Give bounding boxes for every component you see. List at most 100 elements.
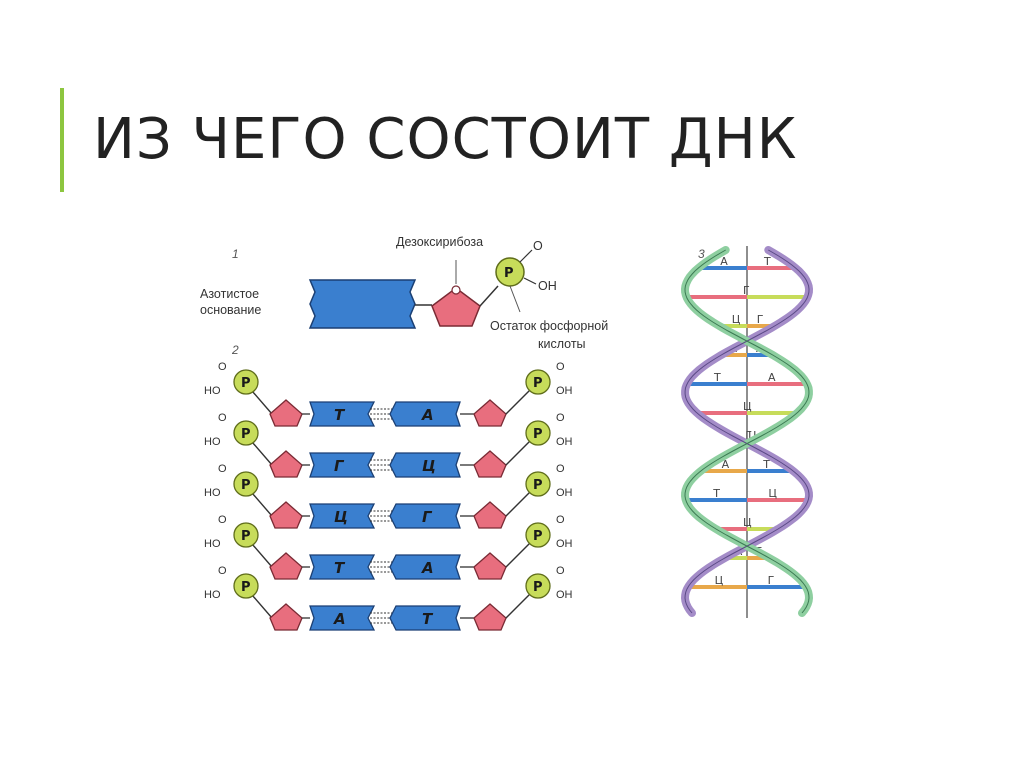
o-symbol-left: O	[218, 361, 227, 373]
title-accent-bar	[60, 88, 64, 192]
helix-base-letter: Т	[762, 458, 770, 471]
ho-symbol-left: HO	[204, 589, 221, 601]
oh-symbol-right: OH	[556, 487, 573, 499]
o-symbol-right: O	[556, 463, 565, 475]
base-letter-right: А	[421, 559, 434, 577]
sugar-label: Дезоксирибоза	[396, 235, 483, 249]
ho-symbol-left: HO	[204, 436, 221, 448]
base-right	[389, 605, 461, 631]
base-right	[389, 554, 461, 580]
base-letter-left: Ц	[334, 508, 348, 526]
nitrogen-base-label-line1: Азотистое	[200, 287, 259, 301]
base-right	[389, 503, 461, 529]
sugar-left	[269, 603, 303, 631]
sugar-left	[269, 501, 303, 529]
o-symbol-right: O	[556, 361, 565, 373]
ho-symbol-left: HO	[204, 538, 221, 550]
base-letter-left: А	[333, 610, 346, 628]
sugar-right	[473, 399, 507, 427]
base-right	[389, 401, 461, 427]
oh-symbol-right: OH	[556, 436, 573, 448]
phosphate-symbol-left: P	[241, 580, 251, 595]
helix-base-letter: Ц	[768, 487, 777, 500]
helix-base-letter: А	[768, 371, 776, 384]
phosphate-symbol-right: P	[533, 580, 543, 595]
helix-base-letter: Ц	[732, 313, 741, 326]
sugar-oxygen-ring	[451, 285, 461, 295]
helix-base-letter: Т	[712, 487, 720, 500]
phosphate-symbol-right: P	[533, 376, 543, 391]
sugar-left	[269, 399, 303, 427]
phosphate-circle-right	[525, 420, 551, 446]
o-symbol-right: O	[556, 412, 565, 424]
base-letter-right: Г	[422, 508, 433, 526]
base-left	[309, 554, 376, 580]
oh-symbol-right: OH	[556, 385, 573, 397]
oh-symbol-right: OH	[556, 538, 573, 550]
phosphate-label-line1: Остаток фосфорной	[490, 319, 608, 333]
base-left	[309, 503, 376, 529]
base-right	[389, 452, 461, 478]
phosphate-label-line2: кислоты	[538, 337, 586, 351]
sugar-right	[473, 501, 507, 529]
base-letter-left: Т	[334, 559, 346, 577]
phosphate-symbol-right: P	[533, 427, 543, 442]
helix-base-letter: Г	[768, 574, 775, 587]
base-pair-row: P O HO Г Ц P O OH	[204, 412, 573, 478]
phosphate-circle-left	[233, 420, 259, 446]
oh-symbol-right: OH	[556, 589, 573, 601]
nitrogen-base-label-line2: основание	[200, 303, 261, 317]
sugar-right	[473, 603, 507, 631]
helix-base-letter: Г	[745, 429, 752, 442]
sugar-left	[269, 552, 303, 580]
phosphate-circle-right	[525, 573, 551, 599]
sugar-right	[473, 450, 507, 478]
ho-symbol-left: HO	[204, 385, 221, 397]
panel-1-number: 1	[232, 247, 239, 261]
panel-3-number: 3	[698, 247, 705, 261]
sugar-left	[269, 450, 303, 478]
phosphate-pointer-line	[509, 285, 521, 313]
phosphate-o-symbol: O	[533, 239, 543, 253]
panel-1-nucleotide: 1 Азотистое основание Дезоксирибоза P O …	[200, 235, 608, 351]
phosphate-symbol-left: P	[241, 427, 251, 442]
o-symbol-left: O	[218, 565, 227, 577]
phosphate-circle-right	[525, 369, 551, 395]
o-symbol-left: O	[218, 463, 227, 475]
phosphate-o-bond	[519, 249, 533, 263]
helix-base-letter: Ц	[748, 429, 757, 442]
phosphate-circle-left	[233, 522, 259, 548]
base-left	[309, 401, 376, 427]
helix-base-letter: Г	[757, 313, 764, 326]
base-letter-right: Ц	[422, 457, 436, 475]
phosphate-circle-left	[233, 369, 259, 395]
o-symbol-right: O	[556, 514, 565, 526]
dna-diagram: 1 Азотистое основание Дезоксирибоза P O …	[200, 235, 814, 631]
phosphate-symbol-left: P	[241, 376, 251, 391]
phosphate-oh-bond	[523, 277, 537, 285]
helix-base-letter: Т	[763, 255, 771, 268]
helix-base-letter: Г	[743, 284, 750, 297]
helix-base-letter: А	[722, 458, 730, 471]
phosphate-circle-right	[525, 522, 551, 548]
o-symbol-right: O	[556, 565, 565, 577]
helix-strand-purple-outline	[684, 249, 810, 614]
phosphate-symbol-right: P	[533, 478, 543, 493]
ho-symbol-left: HO	[204, 487, 221, 499]
helix-base-letter: А	[720, 255, 728, 268]
base-letter-left: Г	[334, 457, 345, 475]
helix-base-letter: Т	[713, 371, 721, 384]
nitrogen-base-shape	[308, 279, 417, 329]
sugar-right	[473, 552, 507, 580]
phosphate-oh-symbol: OH	[538, 279, 557, 293]
base-left	[309, 605, 376, 631]
helix-base-letter: Ц	[743, 400, 752, 413]
helix-strand-green-outline	[684, 249, 810, 614]
phosphate-symbol-right: P	[533, 529, 543, 544]
